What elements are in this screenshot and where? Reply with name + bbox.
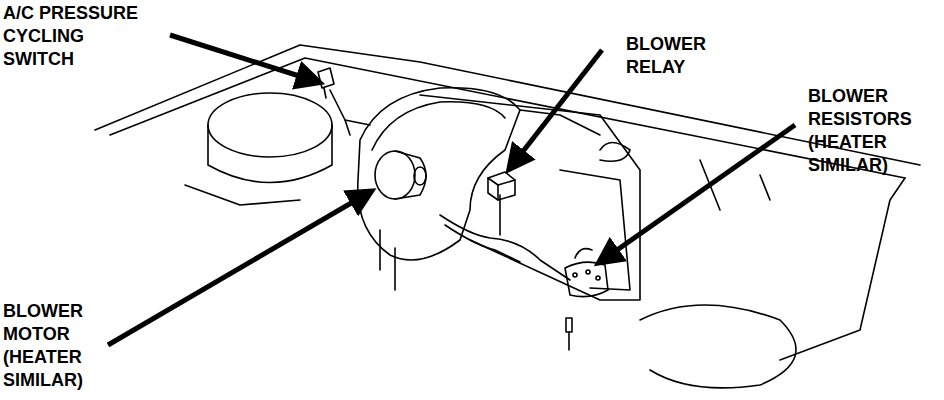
part-label: BLOWER RELAY <box>626 33 718 79</box>
part-label: BLOWER RESISTORS (HEATER SIMILAR) <box>808 85 920 177</box>
part-label: A/C PRESSURE CYCLING SWITCH <box>3 2 143 71</box>
part-label: BLOWER MOTOR (HEATER SIMILAR) <box>3 300 97 392</box>
